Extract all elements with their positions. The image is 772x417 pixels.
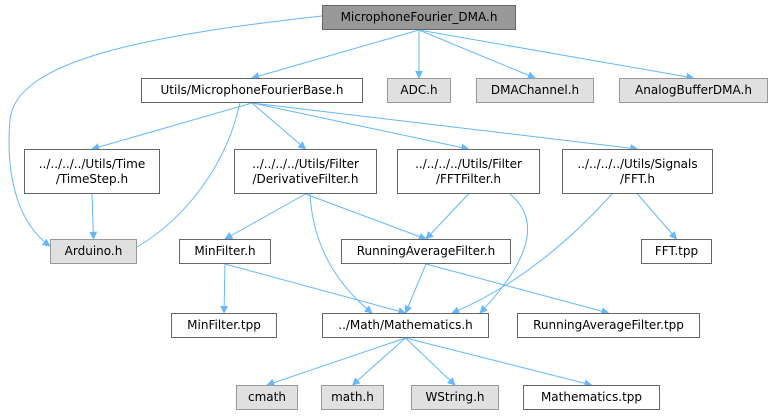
node-label-line: RunningAverageFilter.h: [356, 244, 496, 258]
edge-fftfilter-to-ravg: [425, 193, 469, 240]
node-dmach: DMAChannel.h: [476, 78, 594, 103]
node-fft[interactable]: ../../../../Utils/Signals/FFT.h: [562, 149, 713, 194]
node-ravgtpp[interactable]: RunningAverageFilter.tpp: [517, 313, 700, 338]
edge-base-to-arduino: [127, 102, 241, 253]
edge-ravg-to-ravgtpp: [425, 263, 610, 315]
node-label-line: /TimeStep.h: [55, 171, 129, 186]
node-deriv[interactable]: ../../../../Utils/Filter/DerivativeFilte…: [234, 149, 377, 194]
node-root: MicrophoneFourier_DMA.h: [322, 5, 516, 30]
node-label-line: Arduino.h: [64, 244, 123, 258]
node-label-line: ../Math/Mathematics.h: [338, 318, 473, 332]
node-label-line: WString.h: [425, 390, 485, 404]
edge-minfilter-to-math: [224, 263, 407, 315]
edge-deriv-to-minfilter: [224, 193, 306, 240]
edge-root-to-dmach: [418, 29, 536, 79]
node-mathtpp[interactable]: Mathematics.tpp: [523, 385, 660, 410]
edge-base-to-timestep: [91, 102, 253, 151]
edge-ravg-to-math: [404, 263, 427, 314]
node-label-line: DMAChannel.h: [490, 83, 580, 97]
node-abuf: AnalogBufferDMA.h: [619, 78, 768, 103]
node-label-line: AnalogBufferDMA.h: [635, 83, 752, 97]
node-base[interactable]: Utils/MicrophoneFourierBase.h: [141, 78, 363, 103]
node-adc: ADC.h: [387, 78, 451, 103]
node-wstring: WString.h: [411, 385, 499, 410]
node-label-line: RunningAverageFilter.tpp: [533, 318, 684, 332]
node-mintpp[interactable]: MinFilter.tpp: [171, 313, 277, 338]
node-ravg[interactable]: RunningAverageFilter.h: [341, 239, 511, 264]
node-math[interactable]: ../Math/Mathematics.h: [322, 313, 489, 338]
edge-math-to-wstring: [405, 337, 456, 386]
edge-fft-to-ffttpp: [637, 193, 678, 240]
node-label-line: math.h: [331, 390, 374, 404]
edge-deriv-to-ravg: [305, 193, 427, 241]
edge-root-to-abuf: [418, 29, 695, 81]
node-fftfilter[interactable]: ../../../../Utils/Filter/FFTFilter.h: [397, 149, 540, 194]
node-label-line: /FFTFilter.h: [435, 171, 501, 186]
node-label-line: MinFilter.h: [194, 244, 256, 258]
edge-base-to-deriv: [251, 102, 307, 150]
node-label-line: ../../../../Utils/Filter: [252, 156, 359, 171]
edge-math-to-mathtpp: [405, 337, 593, 388]
edge-math-to-cmath: [266, 337, 406, 387]
node-label-line: cmath: [248, 390, 286, 404]
edge-base-to-fftfilter: [251, 102, 470, 152]
node-label-line: /FFT.h: [620, 171, 655, 186]
node-ffttpp[interactable]: FFT.tpp: [641, 239, 712, 264]
node-timestep[interactable]: ../../../../Utils/Time/TimeStep.h: [24, 149, 160, 194]
edge-root-to-base: [251, 29, 420, 80]
node-label-line: MinFilter.tpp: [187, 318, 261, 332]
node-minfilter[interactable]: MinFilter.h: [179, 239, 271, 264]
node-label-line: MicrophoneFourier_DMA.h: [340, 10, 498, 24]
node-label-line: ../../../../Utils/Time: [38, 156, 146, 171]
node-label-line: FFT.tpp: [654, 244, 699, 258]
edge-minfilter-to-mintpp: [220, 263, 229, 314]
node-arduino: Arduino.h: [50, 239, 137, 264]
node-label-line: ../../../../Utils/Filter: [415, 156, 522, 171]
node-label-line: ADC.h: [400, 83, 438, 97]
node-cmath: cmath: [236, 385, 298, 410]
edge-fft-to-math: [451, 193, 613, 314]
edge-root-to-arduino: [8, 15, 323, 247]
edge-timestep-to-arduino: [89, 193, 98, 240]
node-mathh: math.h: [321, 385, 384, 410]
node-label-line: Mathematics.tpp: [540, 390, 643, 404]
node-label-line: ../../../../Utils/Signals: [577, 156, 698, 171]
edge-base-to-fft: [251, 102, 639, 153]
edge-fftfilter-to-math: [479, 193, 528, 314]
node-label-line: /DerivativeFilter.h: [252, 171, 359, 186]
edge-math-to-mathh: [351, 337, 406, 386]
node-label-line: Utils/MicrophoneFourierBase.h: [160, 83, 344, 97]
